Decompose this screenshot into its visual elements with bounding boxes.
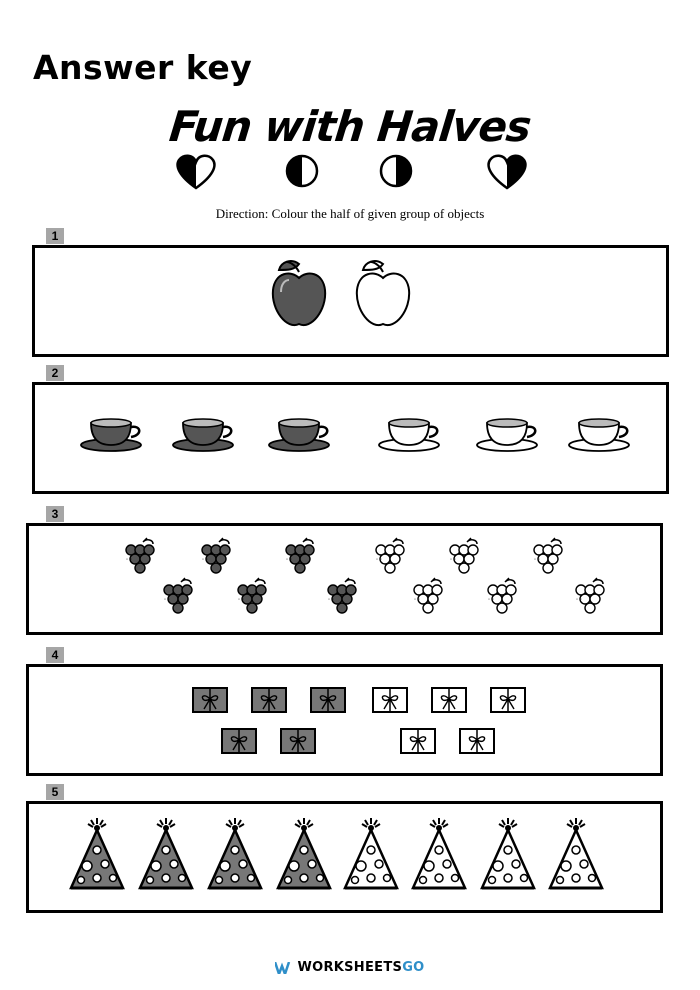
gift-box-icon bbox=[400, 728, 436, 754]
party-hat-icon-shaded bbox=[276, 816, 332, 890]
gift-box-icon bbox=[459, 728, 495, 754]
party-hat-icon bbox=[343, 816, 399, 890]
grapes-icon-shaded bbox=[237, 577, 267, 614]
gift-box-icon-shaded bbox=[310, 687, 346, 713]
section-number: 4 bbox=[46, 647, 64, 663]
party-hats-group bbox=[69, 816, 604, 890]
gift-box-icon-shaded bbox=[251, 687, 287, 713]
section-3-box bbox=[26, 523, 663, 635]
grapes-icon bbox=[487, 577, 517, 614]
brand-name-a: WORKSHEETS bbox=[297, 960, 403, 975]
direction-text: Direction: Colour the half of given grou… bbox=[215, 206, 485, 221]
answer-key-heading: Answer key bbox=[33, 48, 253, 87]
section-number: 3 bbox=[46, 506, 64, 522]
party-hat-icon bbox=[480, 816, 536, 890]
teacup-icon-shaded bbox=[79, 417, 143, 453]
section-number: 5 bbox=[46, 784, 64, 800]
gift-box-icon bbox=[372, 687, 408, 713]
section-2-box bbox=[32, 382, 669, 494]
grapes-icon-shaded bbox=[285, 537, 315, 574]
grapes-group bbox=[125, 537, 605, 614]
gift-box-icon-shaded bbox=[221, 728, 257, 754]
gift-box-icon bbox=[490, 687, 526, 713]
half-circle-icon bbox=[285, 154, 319, 188]
grapes-icon bbox=[575, 577, 605, 614]
grapes-icon bbox=[533, 537, 563, 574]
section-number: 1 bbox=[46, 228, 64, 244]
gifts-group bbox=[192, 687, 526, 754]
teacup-icon bbox=[377, 417, 441, 453]
section-4-box bbox=[26, 664, 663, 776]
half-heart-icon bbox=[487, 154, 527, 190]
apples-group bbox=[271, 260, 411, 327]
party-hat-icon-shaded bbox=[207, 816, 263, 890]
teacup-icon-shaded bbox=[171, 417, 235, 453]
grapes-icon bbox=[413, 577, 443, 614]
section-5-box bbox=[26, 801, 663, 913]
half-shapes-decoration bbox=[0, 152, 700, 192]
grapes-icon-shaded bbox=[327, 577, 357, 614]
grapes-icon bbox=[375, 537, 405, 574]
party-hat-icon-shaded bbox=[138, 816, 194, 890]
brand-name-b: GO bbox=[402, 960, 425, 975]
section-number: 2 bbox=[46, 365, 64, 381]
worksheetsgo-logo-icon bbox=[275, 961, 291, 974]
grapes-icon bbox=[449, 537, 479, 574]
party-hat-icon bbox=[411, 816, 467, 890]
teacup-icon-shaded bbox=[267, 417, 331, 453]
section-1-box bbox=[32, 245, 669, 357]
apple-icon bbox=[355, 260, 411, 327]
apple-icon-shaded bbox=[271, 260, 327, 327]
teacup-icon bbox=[475, 417, 539, 453]
footer-brand[interactable]: WORKSHEETSGO bbox=[0, 960, 700, 975]
grapes-icon-shaded bbox=[163, 577, 193, 614]
party-hat-icon-shaded bbox=[69, 816, 125, 890]
half-circle-icon bbox=[379, 154, 413, 188]
gift-box-icon bbox=[431, 687, 467, 713]
party-hat-icon bbox=[548, 816, 604, 890]
grapes-icon-shaded bbox=[125, 537, 155, 574]
grapes-icon-shaded bbox=[201, 537, 231, 574]
teacups-group bbox=[79, 417, 631, 453]
teacup-icon bbox=[567, 417, 631, 453]
half-heart-icon bbox=[176, 154, 216, 190]
gift-box-icon-shaded bbox=[280, 728, 316, 754]
gift-box-icon-shaded bbox=[192, 687, 228, 713]
worksheet-title: Fun with Halves bbox=[167, 102, 533, 151]
